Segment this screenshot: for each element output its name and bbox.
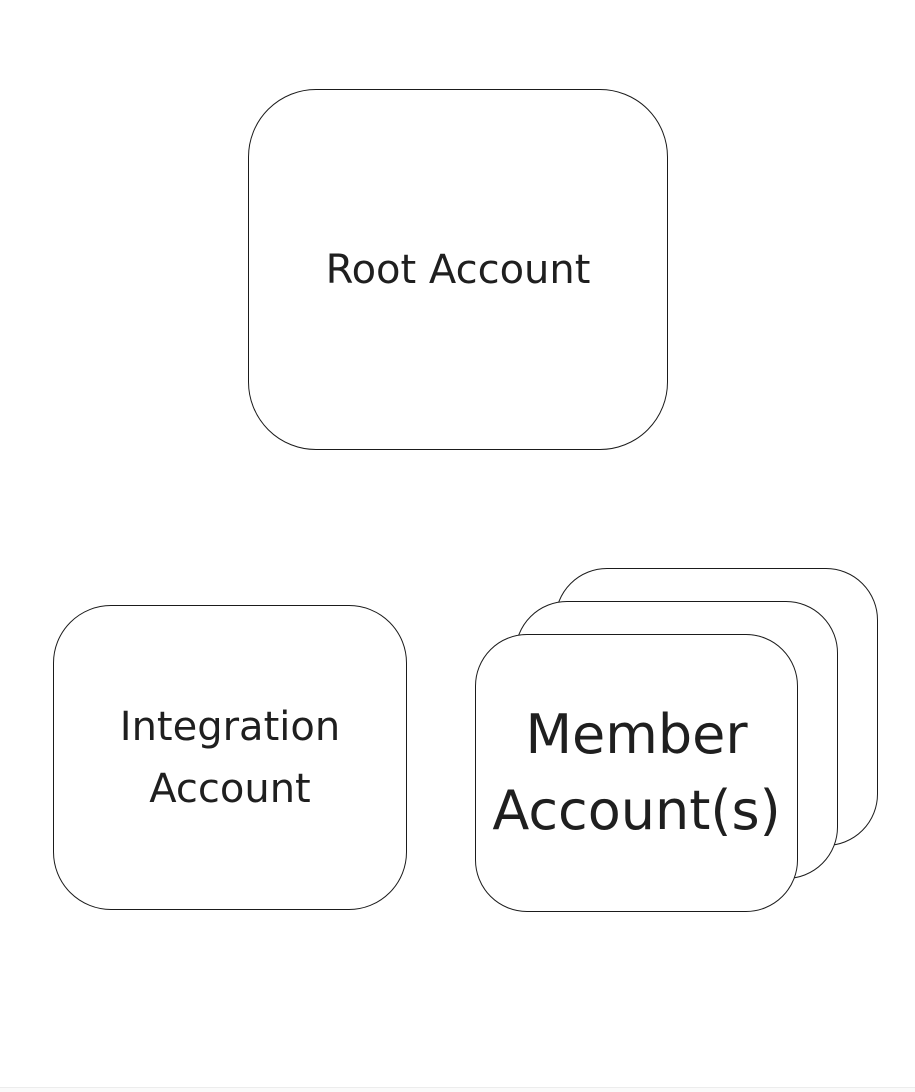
integration-label-line-2: Account <box>149 765 311 812</box>
member-label-line-1: Member <box>525 703 748 766</box>
node-integration-account: Integration Account <box>53 605 407 910</box>
member-label-line-2: Account(s) <box>492 779 781 842</box>
root-account-label: Root Account <box>325 246 591 293</box>
member-accounts-label: Member Account(s) <box>492 697 780 849</box>
node-member-accounts: Member Account(s) <box>475 634 798 912</box>
page-bottom-divider <box>0 1087 915 1092</box>
node-root-account: Root Account <box>248 89 668 450</box>
integration-account-label: Integration Account <box>120 696 340 820</box>
integration-label-line-1: Integration <box>119 703 341 750</box>
